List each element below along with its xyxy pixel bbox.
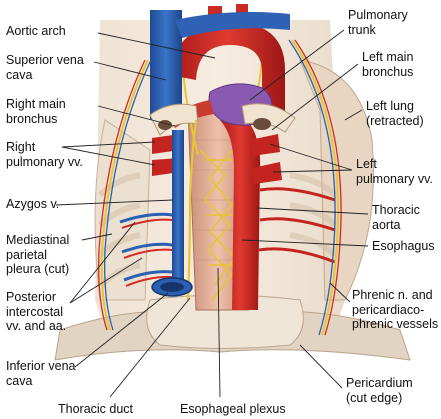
label-esophagus: Esophagus	[372, 239, 435, 253]
azygos-vein	[172, 130, 184, 295]
intercostal-veins	[119, 212, 173, 282]
aortic-branches	[258, 187, 336, 264]
brachiocephalic-vein	[175, 12, 290, 38]
ribs	[97, 172, 338, 288]
left-pulmonary-vein-lower	[252, 162, 282, 184]
thoracic-duct	[186, 119, 198, 301]
label-left-lung: Left lung (retracted)	[366, 99, 424, 128]
label-mediastinal-parietal-pleura: Mediastinal parietal pleura (cut)	[6, 233, 70, 276]
label-superior-vena-cava: Superior vena cava	[6, 53, 84, 82]
label-thoracic-duct: Thoracic duct	[58, 402, 134, 416]
label-left-pulmonary-vv: Left pulmonary vv.	[356, 157, 433, 186]
label-posterior-intercostal: Posterior intercostal vv. and aa.	[6, 290, 67, 333]
label-phrenic: Phrenic n. and pericardiaco- phrenic ves…	[352, 288, 439, 331]
label-esophageal-plexus: Esophageal plexus	[180, 402, 286, 416]
label-pulmonary-trunk: Pulmonary trunk	[348, 8, 408, 37]
label-pericardium: Pericardium (cut edge)	[346, 376, 413, 405]
thoracic-aorta	[220, 110, 261, 310]
label-thoracic-aorta: Thoracic aorta	[372, 203, 420, 232]
intercostal-arteries	[121, 218, 173, 287]
left-bronchus-lumen	[253, 118, 271, 130]
label-right-pulmonary-vv: Right pulmonary vv.	[6, 140, 83, 169]
label-azygos-v: Azygos v.	[6, 197, 60, 211]
label-right-main-bronchus: Right main bronchus	[6, 97, 66, 126]
left-pulmonary-vein-upper	[250, 134, 280, 156]
leader-lines	[55, 29, 369, 398]
esophageal-plexus	[199, 149, 238, 301]
label-left-main-bronchus: Left main bronchus	[362, 50, 414, 79]
superior-vena-cava	[150, 10, 182, 120]
label-inferior-vena-cava: Inferior vena cava	[6, 359, 76, 388]
aortic-arch	[170, 22, 285, 120]
label-aortic-arch: Aortic arch	[6, 24, 66, 38]
phrenic-right	[98, 59, 152, 331]
